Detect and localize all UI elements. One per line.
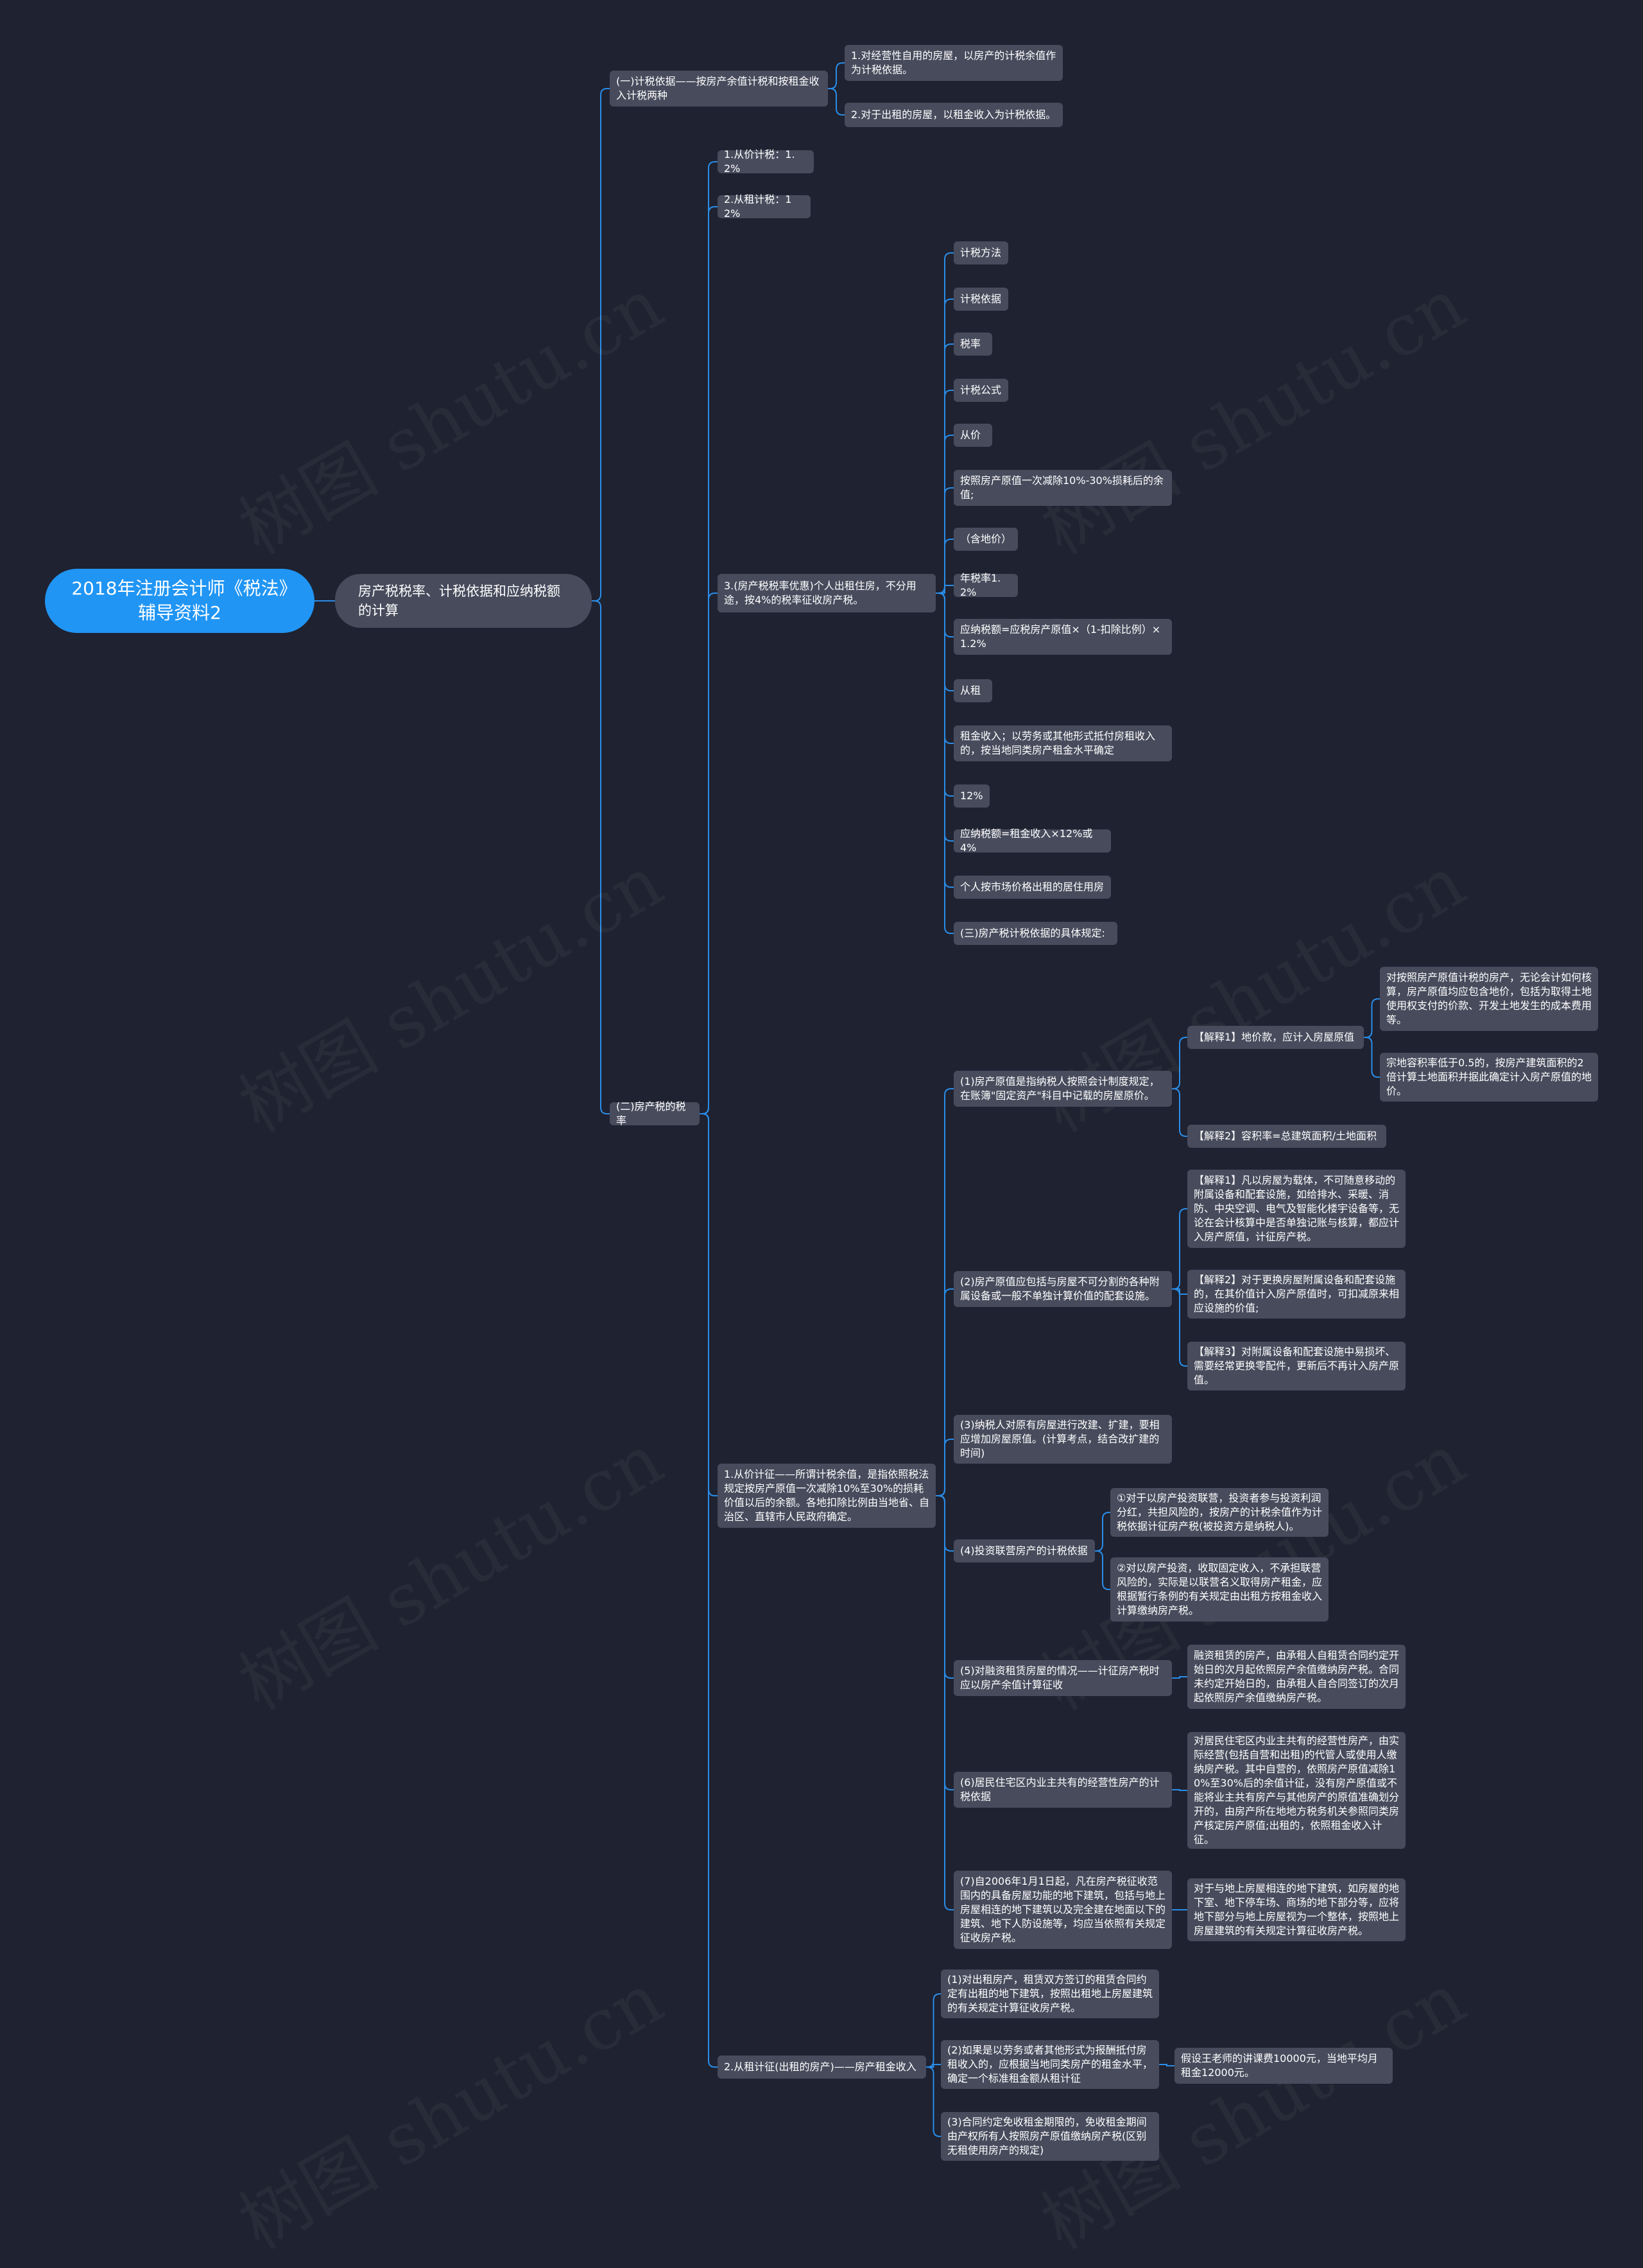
topic-tax-basis-self-use[interactable]: 1.对经营性自用的房屋，以房产的计税余值作为计税依据。: [845, 45, 1063, 81]
note-land-price-detail[interactable]: 对按照房产原值计税的房产，无论会计如何核算，房产原值均应包含地价，包括为取得土地…: [1380, 967, 1598, 1031]
topic-rate-rental[interactable]: 2.从租计税：12%: [718, 193, 811, 220]
topic-tax-rate[interactable]: (二)房产税的税率: [610, 1100, 700, 1127]
table-cell[interactable]: 租金收入；以劳务或其他形式抵付房租收入的，按当地同类房产租金水平确定: [954, 725, 1172, 761]
connector-line: [926, 1993, 941, 2068]
table-cell[interactable]: 12%: [954, 784, 990, 808]
rule-underground-building[interactable]: (7)自2006年1月1日起，凡在房产税征收范围内的具备房屋功能的地下建筑，包括…: [954, 1871, 1172, 1949]
connector-line: [936, 593, 954, 934]
rule-attached-equipment[interactable]: (2)房产原值应包括与房屋不可分割的各种附属设备或一般不单独计算价值的配套设施。: [954, 1271, 1172, 1307]
topic-rate-ad-valorem[interactable]: 1.从价计税：1.2%: [718, 148, 814, 175]
connector-line: [1095, 1512, 1110, 1552]
note-rental-example[interactable]: 假设王老师的讲课费10000元，当地平均月租金12000元。: [1174, 2048, 1393, 2084]
note-jv-fixed-income[interactable]: ②对以房产投资，收取固定收入，不承担联营风险的，实际是以联营名义取得房产租金，应…: [1110, 1557, 1329, 1622]
table-cell[interactable]: 从租: [954, 679, 992, 702]
table-cell[interactable]: 应纳税额=租金收入×12%或4%: [954, 827, 1111, 854]
main-topic[interactable]: 房产税税率、计税依据和应纳税额的计算: [335, 574, 592, 628]
note-equipment-1[interactable]: 【解释1】凡以房屋为载体，不可随意移动的附属设备和配套设施，如给排水、采暖、消防…: [1187, 1170, 1406, 1248]
table-cell[interactable]: 从价: [954, 424, 992, 447]
table-cell[interactable]: (三)房产税计税依据的具体规定:: [954, 922, 1117, 945]
note-finance-lease[interactable]: 融资租赁的房产，由承租人自租赁合同约定开始日的次月起依照房产余值缴纳房产税。合同…: [1187, 1645, 1406, 1709]
table-cell[interactable]: 应纳税额=应税房产原值×（1-扣除比例）×1.2%: [954, 619, 1172, 655]
connector-line: [1095, 1550, 1110, 1590]
connector-line: [1172, 1676, 1187, 1679]
table-cell[interactable]: 个人按市场价格出租的居住用房: [954, 876, 1111, 899]
connector-line: [936, 585, 954, 594]
table-cell[interactable]: 按照房产原值一次减除10%-30%损耗后的余值;: [954, 470, 1172, 506]
connector-line: [1172, 1037, 1187, 1089]
table-cell[interactable]: 计税依据: [954, 288, 1008, 311]
topic-ad-valorem-levy[interactable]: 1.从价计征——所谓计税余值，是指依照税法规定按房产原值一次减除10%至30%的…: [718, 1464, 936, 1528]
connector-line: [592, 88, 610, 602]
rule-finance-lease[interactable]: (5)对融资租赁房屋的情况——计征房产税时应以房产余值计算征收: [954, 1660, 1172, 1696]
note-equipment-2[interactable]: 【解释2】对于更换房屋附属设备和配套设施的，在其价值计入房产原值时，可扣减原来相…: [1187, 1270, 1406, 1319]
connector-line: [936, 1439, 954, 1496]
topic-rental-levy[interactable]: 2.从租计征(出租的房产)——房产租金收入: [718, 2056, 926, 2079]
rule-rental-labor[interactable]: (2)如果是以劳务或者其他形式为报酬抵付房租收入的，应根据当地同类房产的租金水平…: [941, 2040, 1159, 2089]
note-plot-ratio-area[interactable]: 宗地容积率低于0.5的，按房产建筑面积的2倍计算土地面积并据此确定计入房产原值的…: [1380, 1053, 1598, 1102]
topic-tax-basis-rental[interactable]: 2.对于出租的房屋，以租金收入为计税依据。: [845, 103, 1063, 127]
connector-line: [592, 600, 610, 1114]
rule-original-value[interactable]: (1)房产原值是指纳税人按照会计制度规定，在账簿"固定资产"科目中记载的房屋原价…: [954, 1071, 1172, 1107]
note-equipment-3[interactable]: 【解释3】对附属设备和配套设施中易损坏、需要经常更换零配件，更新后不再计入房产原…: [1187, 1342, 1406, 1390]
rule-rental-underground[interactable]: (1)对出租房产，租赁双方签订的租赁合同约定有出租的地下建筑，按照出租地上房屋建…: [941, 1969, 1159, 2018]
rule-shared-property[interactable]: (6)居民住宅区内业主共有的经营性房产的计税依据: [954, 1772, 1172, 1808]
connector-line: [1172, 1088, 1187, 1137]
table-cell[interactable]: 计税方法: [954, 241, 1008, 264]
connector-line: [700, 593, 718, 1114]
rule-renovation[interactable]: (3)纳税人对原有房屋进行改建、扩建，要相应增加房屋原值。(计算考点，结合改扩建…: [954, 1415, 1172, 1464]
connector-line: [936, 1495, 954, 1910]
note-shared-property[interactable]: 对居民住宅区内业主共有的经营性房产，由实际经营(包括自营和出租)的代管人或使用人…: [1187, 1732, 1406, 1849]
connector-line: [1364, 998, 1380, 1038]
rule-rent-free-period[interactable]: (3)合同约定免收租金期限的，免收租金期间由产权所有人按照房产原值缴纳房产税(区…: [941, 2112, 1159, 2161]
connector-line: [828, 88, 845, 116]
connector-line: [1159, 2064, 1174, 2066]
connector-line: [1364, 1037, 1380, 1078]
table-cell[interactable]: 年税率1.2%: [954, 572, 1018, 598]
root-topic[interactable]: 2018年注册会计师《税法》辅导资料2: [45, 569, 314, 633]
topic-rate-preferential[interactable]: 3.(房产税税率优惠)个人出租住房，不分用途，按4%的税率征收房产税。: [718, 574, 936, 612]
connector-line: [828, 62, 845, 89]
connector-line: [700, 1113, 718, 2068]
note-land-price[interactable]: 【解释1】地价款，应计入房屋原值: [1187, 1026, 1364, 1049]
table-cell[interactable]: 税率: [954, 333, 992, 356]
note-jv-profit-sharing[interactable]: ①对于以房产投资联营，投资者参与投资利润分红，共担风险的，按房产的计税余值作为计…: [1110, 1488, 1329, 1537]
connector-line: [1172, 1208, 1187, 1290]
connector-lines: [314, 62, 1380, 2137]
table-cell[interactable]: 计税公式: [954, 379, 1008, 402]
note-plot-ratio[interactable]: 【解释2】容积率=总建筑面积/土地面积: [1187, 1125, 1386, 1148]
table-cell[interactable]: （含地价）: [954, 528, 1018, 551]
connector-line: [926, 2066, 941, 2137]
note-underground-building[interactable]: 对于与地上房屋相连的地下建筑，如房屋的地下室、地下停车场、商场的地下部分等，应将…: [1187, 1878, 1406, 1941]
connector-line: [1172, 1288, 1187, 1367]
mind-map-canvas: 树图 shutu.cn 树图 shutu.cn 树图 shutu.cn 树图 s…: [45, 45, 1598, 2161]
topic-tax-basis[interactable]: (一)计税依据——按房产余值计税和按租金收入计税两种: [610, 71, 828, 107]
rule-joint-venture[interactable]: (4)投资联营房产的计税依据: [954, 1539, 1095, 1562]
